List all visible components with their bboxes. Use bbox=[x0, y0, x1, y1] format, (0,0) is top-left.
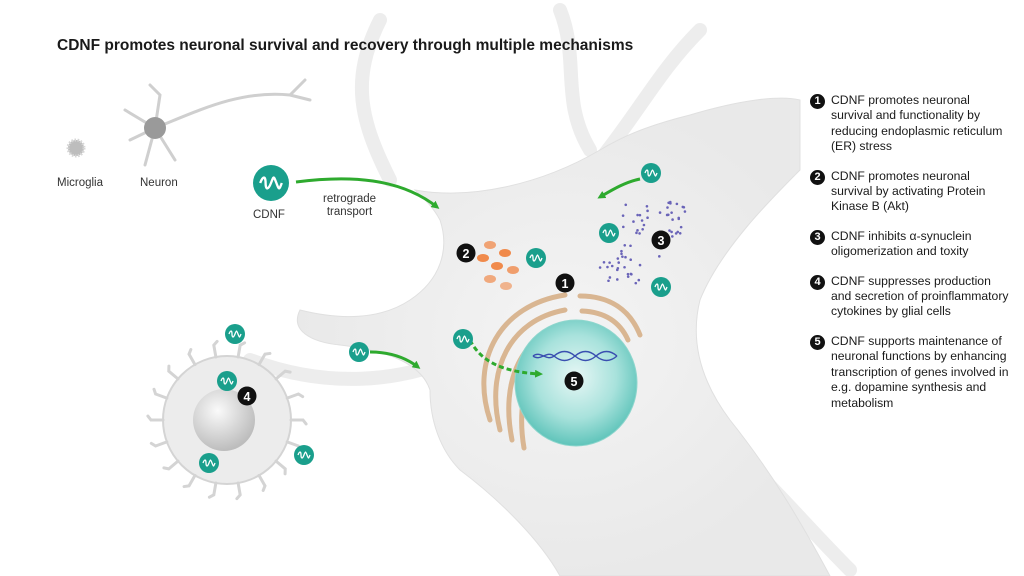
cdnf-molecule-icon bbox=[225, 324, 245, 344]
legend-item-4: 4 CDNF suppresses production and secreti… bbox=[810, 274, 1010, 320]
marker-2: 2 bbox=[456, 243, 476, 263]
svg-text:3: 3 bbox=[658, 234, 665, 248]
cdnf-molecule-icon bbox=[599, 223, 619, 243]
green-arrows bbox=[295, 177, 641, 378]
legend-num-4: 4 bbox=[810, 274, 825, 290]
cdnf-molecule-icon bbox=[453, 329, 473, 349]
neuron-icon-soma bbox=[144, 117, 166, 139]
svg-text:4: 4 bbox=[244, 390, 251, 404]
cdnf-molecule-icon bbox=[294, 445, 314, 465]
legend-text-3: CDNF inhibits α-synuclein oligomerizatio… bbox=[831, 228, 972, 259]
svg-text:5: 5 bbox=[571, 375, 578, 389]
cdnf-molecules bbox=[199, 163, 671, 473]
legend-text-2: CDNF promotes neuronal survival by activ… bbox=[831, 168, 986, 214]
dna-helix bbox=[532, 350, 618, 362]
marker-4: 4 bbox=[237, 386, 257, 406]
cdnf-molecule-icon bbox=[253, 165, 289, 201]
legend-item-1: 1 CDNF promotes neuronal survival and fu… bbox=[810, 93, 1010, 155]
legend-num-5: 5 bbox=[810, 334, 825, 350]
cdnf-molecule-icon bbox=[349, 342, 369, 362]
marker-1: 1 bbox=[555, 273, 575, 293]
legend-item-5: 5 CDNF supports maintenance of neuronal … bbox=[810, 334, 1010, 411]
akt-clusters bbox=[477, 241, 519, 290]
legend-num-3: 3 bbox=[810, 229, 825, 245]
neuron-label: Neuron bbox=[140, 177, 178, 189]
legend-item-2: 2 CDNF promotes neuronal survival by act… bbox=[810, 169, 1010, 215]
microglia-icon bbox=[66, 138, 86, 158]
retrograde-line-2: transport bbox=[326, 206, 373, 218]
cdnf-molecule-icon bbox=[641, 163, 661, 183]
microglia-label: Microglia bbox=[57, 177, 104, 189]
legend-text-4: CDNF suppresses production and secretion… bbox=[831, 273, 1009, 319]
cdnf-label: CDNF bbox=[253, 209, 285, 221]
cdnf-molecule-icon bbox=[651, 277, 671, 297]
legend-num-2: 2 bbox=[810, 169, 825, 185]
legend-text-5: CDNF supports maintenance of neuronal fu… bbox=[831, 333, 1009, 410]
retrograde-line-1: retrograde bbox=[323, 193, 377, 205]
legend-text-1: CDNF promotes neuronal survival and func… bbox=[831, 93, 1003, 154]
cdnf-molecule-icon bbox=[199, 453, 219, 473]
diagram-title: CDNF promotes neuronal survival and reco… bbox=[57, 37, 634, 54]
legend-num-1: 1 bbox=[810, 94, 825, 109]
legend-item-3: 3 CDNF inhibits α-synuclein oligomerizat… bbox=[810, 229, 1010, 260]
marker-5: 5 bbox=[564, 371, 584, 391]
svg-text:2: 2 bbox=[463, 247, 470, 261]
legend: 1 CDNF promotes neuronal survival and fu… bbox=[810, 93, 1010, 425]
cdnf-molecule-icon bbox=[217, 371, 237, 391]
microglia-cell bbox=[146, 339, 308, 501]
svg-text:1: 1 bbox=[562, 277, 569, 291]
alpha-synuclein-dots bbox=[598, 200, 687, 285]
marker-3: 3 bbox=[651, 230, 671, 250]
retrograde-transport-label: retrograde transport bbox=[323, 193, 376, 219]
cdnf-molecule-icon bbox=[526, 248, 546, 268]
